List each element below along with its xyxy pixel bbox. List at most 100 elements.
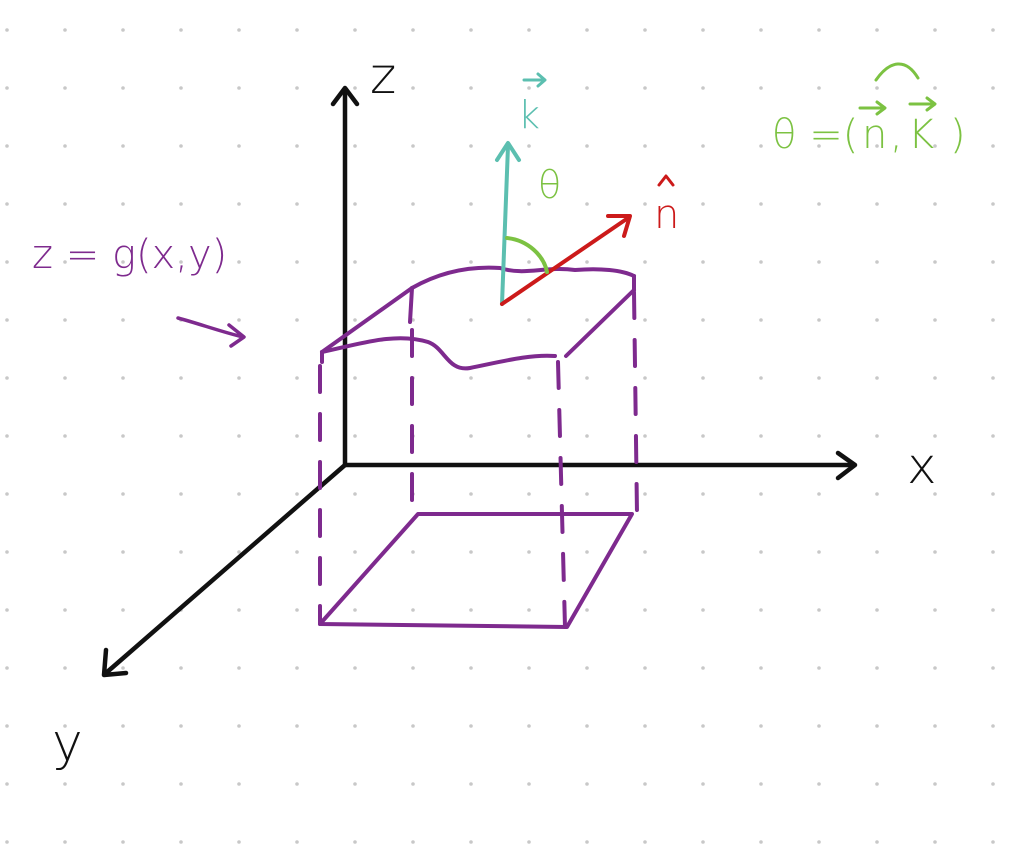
grid-dot — [63, 492, 67, 496]
y-axis — [103, 462, 348, 676]
grid-dot — [411, 840, 415, 844]
grid-dot — [5, 492, 9, 496]
grid-dot — [179, 666, 183, 670]
grid-dot — [875, 434, 879, 438]
grid-dot — [991, 28, 995, 32]
x-axis-label: x — [907, 437, 937, 495]
grid-dot — [759, 144, 763, 148]
grid-dot — [643, 202, 647, 206]
grid-dot — [701, 840, 705, 844]
y-axis-label: y — [52, 713, 83, 773]
grid-dot — [295, 28, 299, 32]
grid-dot — [469, 608, 473, 612]
grid-dot — [63, 434, 67, 438]
grid-dot — [875, 86, 879, 90]
grid-dot — [353, 608, 357, 612]
grid-dot — [469, 492, 473, 496]
grid-dot — [237, 202, 241, 206]
z-axis-arrowhead — [330, 85, 360, 107]
grid-dot — [469, 782, 473, 786]
surface-front-edge — [320, 336, 557, 371]
grid-dot — [121, 724, 125, 728]
k-vector-shaft — [500, 144, 510, 306]
grid-dot — [5, 318, 9, 322]
grid-dot — [5, 376, 9, 380]
grid-dot — [237, 144, 241, 148]
grid-dot — [179, 550, 183, 554]
grid-dot — [585, 840, 589, 844]
angle-definition: θ =( n , K ) — [772, 112, 966, 158]
grid-dot — [817, 260, 821, 264]
grid-dot — [5, 724, 9, 728]
n-vector-arrowhead — [606, 214, 632, 238]
grid-dot — [759, 724, 763, 728]
grid-dot — [411, 86, 415, 90]
grid-dot — [759, 492, 763, 496]
grid-dot — [933, 86, 937, 90]
grid-dot — [469, 434, 473, 438]
grid-dot — [121, 550, 125, 554]
grid-dot — [527, 144, 531, 148]
grid-dot — [759, 202, 763, 206]
grid-dot — [527, 724, 531, 728]
grid-dot — [643, 666, 647, 670]
grid-dot — [295, 144, 299, 148]
grid-dot — [121, 492, 125, 496]
grid-dot — [991, 86, 995, 90]
grid-dot — [5, 840, 9, 844]
grid-dot — [643, 260, 647, 264]
grid-dot — [585, 260, 589, 264]
grid-dot — [469, 202, 473, 206]
grid-dot — [991, 144, 995, 148]
grid-dot — [353, 724, 357, 728]
grid-dot — [63, 28, 67, 32]
grid-dot — [179, 144, 183, 148]
grid-dot — [585, 202, 589, 206]
grid-dot — [295, 550, 299, 554]
n-vector-shaft — [500, 216, 630, 306]
grid-dot — [527, 492, 531, 496]
grid-dot — [933, 840, 937, 844]
grid-dot — [411, 666, 415, 670]
grid-dot — [121, 28, 125, 32]
grid-dot — [295, 608, 299, 612]
grid-dot — [643, 840, 647, 844]
grid-dot — [63, 144, 67, 148]
k-vector — [495, 141, 521, 306]
grid-dot — [353, 318, 357, 322]
grid-dot — [469, 550, 473, 554]
grid-dot — [411, 260, 415, 264]
grid-dot — [875, 608, 879, 612]
grid-dot — [759, 318, 763, 322]
angle-definition-sep: , — [890, 112, 903, 158]
grid-dot — [121, 260, 125, 264]
grid-dot — [643, 608, 647, 612]
grid-dot — [643, 144, 647, 148]
grid-dot — [353, 86, 357, 90]
grid-dot — [179, 724, 183, 728]
grid-dot — [933, 202, 937, 206]
grid-dot — [817, 318, 821, 322]
grid-dot — [237, 840, 241, 844]
grid-dot — [933, 492, 937, 496]
grid-dot — [411, 782, 415, 786]
grid-dot — [933, 782, 937, 786]
grid-dot — [527, 608, 531, 612]
grid-dot — [585, 666, 589, 670]
grid-dot — [933, 608, 937, 612]
grid-dot — [701, 492, 705, 496]
grid-dot — [585, 724, 589, 728]
grid-dot — [295, 492, 299, 496]
angle-definition-k: K — [908, 112, 934, 158]
grid-dot — [121, 434, 125, 438]
grid-dot — [875, 724, 879, 728]
grid-dot — [63, 86, 67, 90]
grid-dot — [411, 28, 415, 32]
z-axis-label: z — [370, 47, 396, 105]
base-region — [318, 512, 634, 629]
grid-dot — [933, 376, 937, 380]
grid-dot — [817, 202, 821, 206]
angle-definition-k-arrow — [908, 96, 937, 112]
grid-dot — [701, 202, 705, 206]
axes — [101, 85, 858, 678]
